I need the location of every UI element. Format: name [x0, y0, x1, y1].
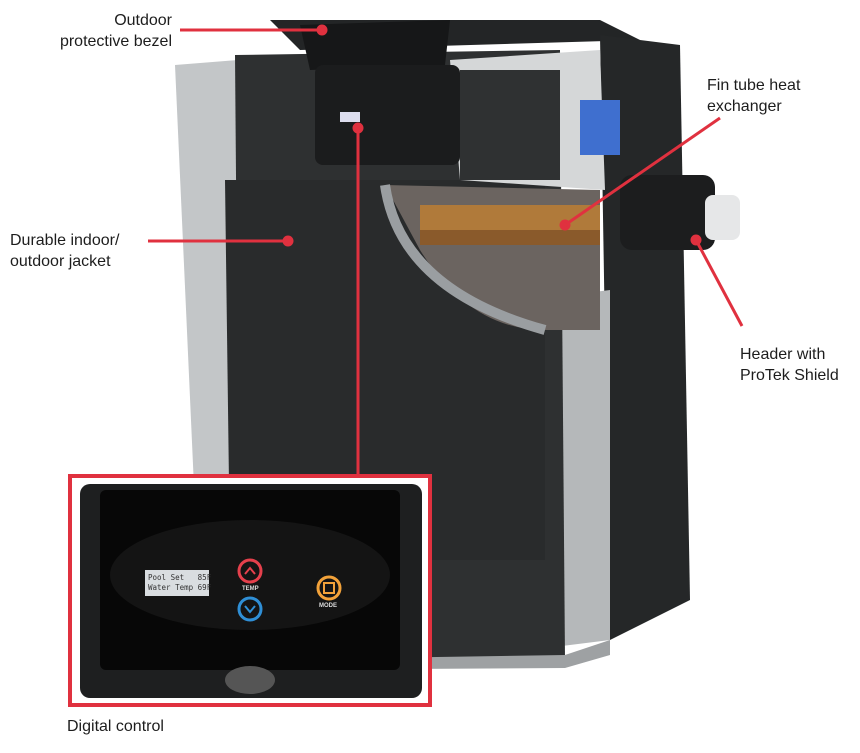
callout-digital-control: Digital control: [67, 718, 164, 735]
callout-bezel: Outdoor protective bezel: [60, 10, 172, 52]
fin-tube: [420, 205, 600, 230]
mode-button[interactable]: [316, 575, 342, 601]
callout-header: Header with ProTek Shield: [740, 344, 839, 386]
temp-label: TEMP: [242, 586, 259, 592]
lcd-line-1: Pool Set 85F: [148, 573, 212, 582]
callout-text: Outdoor: [114, 12, 172, 29]
callout-text: exchanger: [707, 98, 782, 115]
callout-text: ProTek Shield: [740, 367, 839, 384]
bezel-cover: [300, 20, 450, 70]
callout-text: outdoor jacket: [10, 253, 111, 270]
callout-lines: [148, 24, 744, 476]
callout-exchanger: Fin tube heat exchanger: [707, 75, 800, 117]
temp-up-button[interactable]: [237, 558, 263, 584]
control-panel-housing: [315, 65, 460, 165]
callout-text: protective bezel: [59, 33, 172, 50]
lcd-line-2: Water Temp 69F: [148, 583, 212, 592]
chevron-up-icon: [244, 566, 256, 575]
callout-jacket: Durable indoor/ outdoor jacket: [10, 230, 119, 272]
mode-icon: [323, 582, 335, 594]
callout-text: Fin tube heat: [707, 77, 801, 94]
mode-label: MODE: [319, 603, 337, 609]
temp-down-button[interactable]: [237, 596, 263, 622]
header-manifold: [620, 175, 715, 250]
chevron-down-icon: [244, 605, 256, 614]
callout-text: Durable indoor/: [10, 232, 120, 249]
callout-text: Header with: [740, 346, 826, 363]
latch-knob: [225, 666, 275, 694]
